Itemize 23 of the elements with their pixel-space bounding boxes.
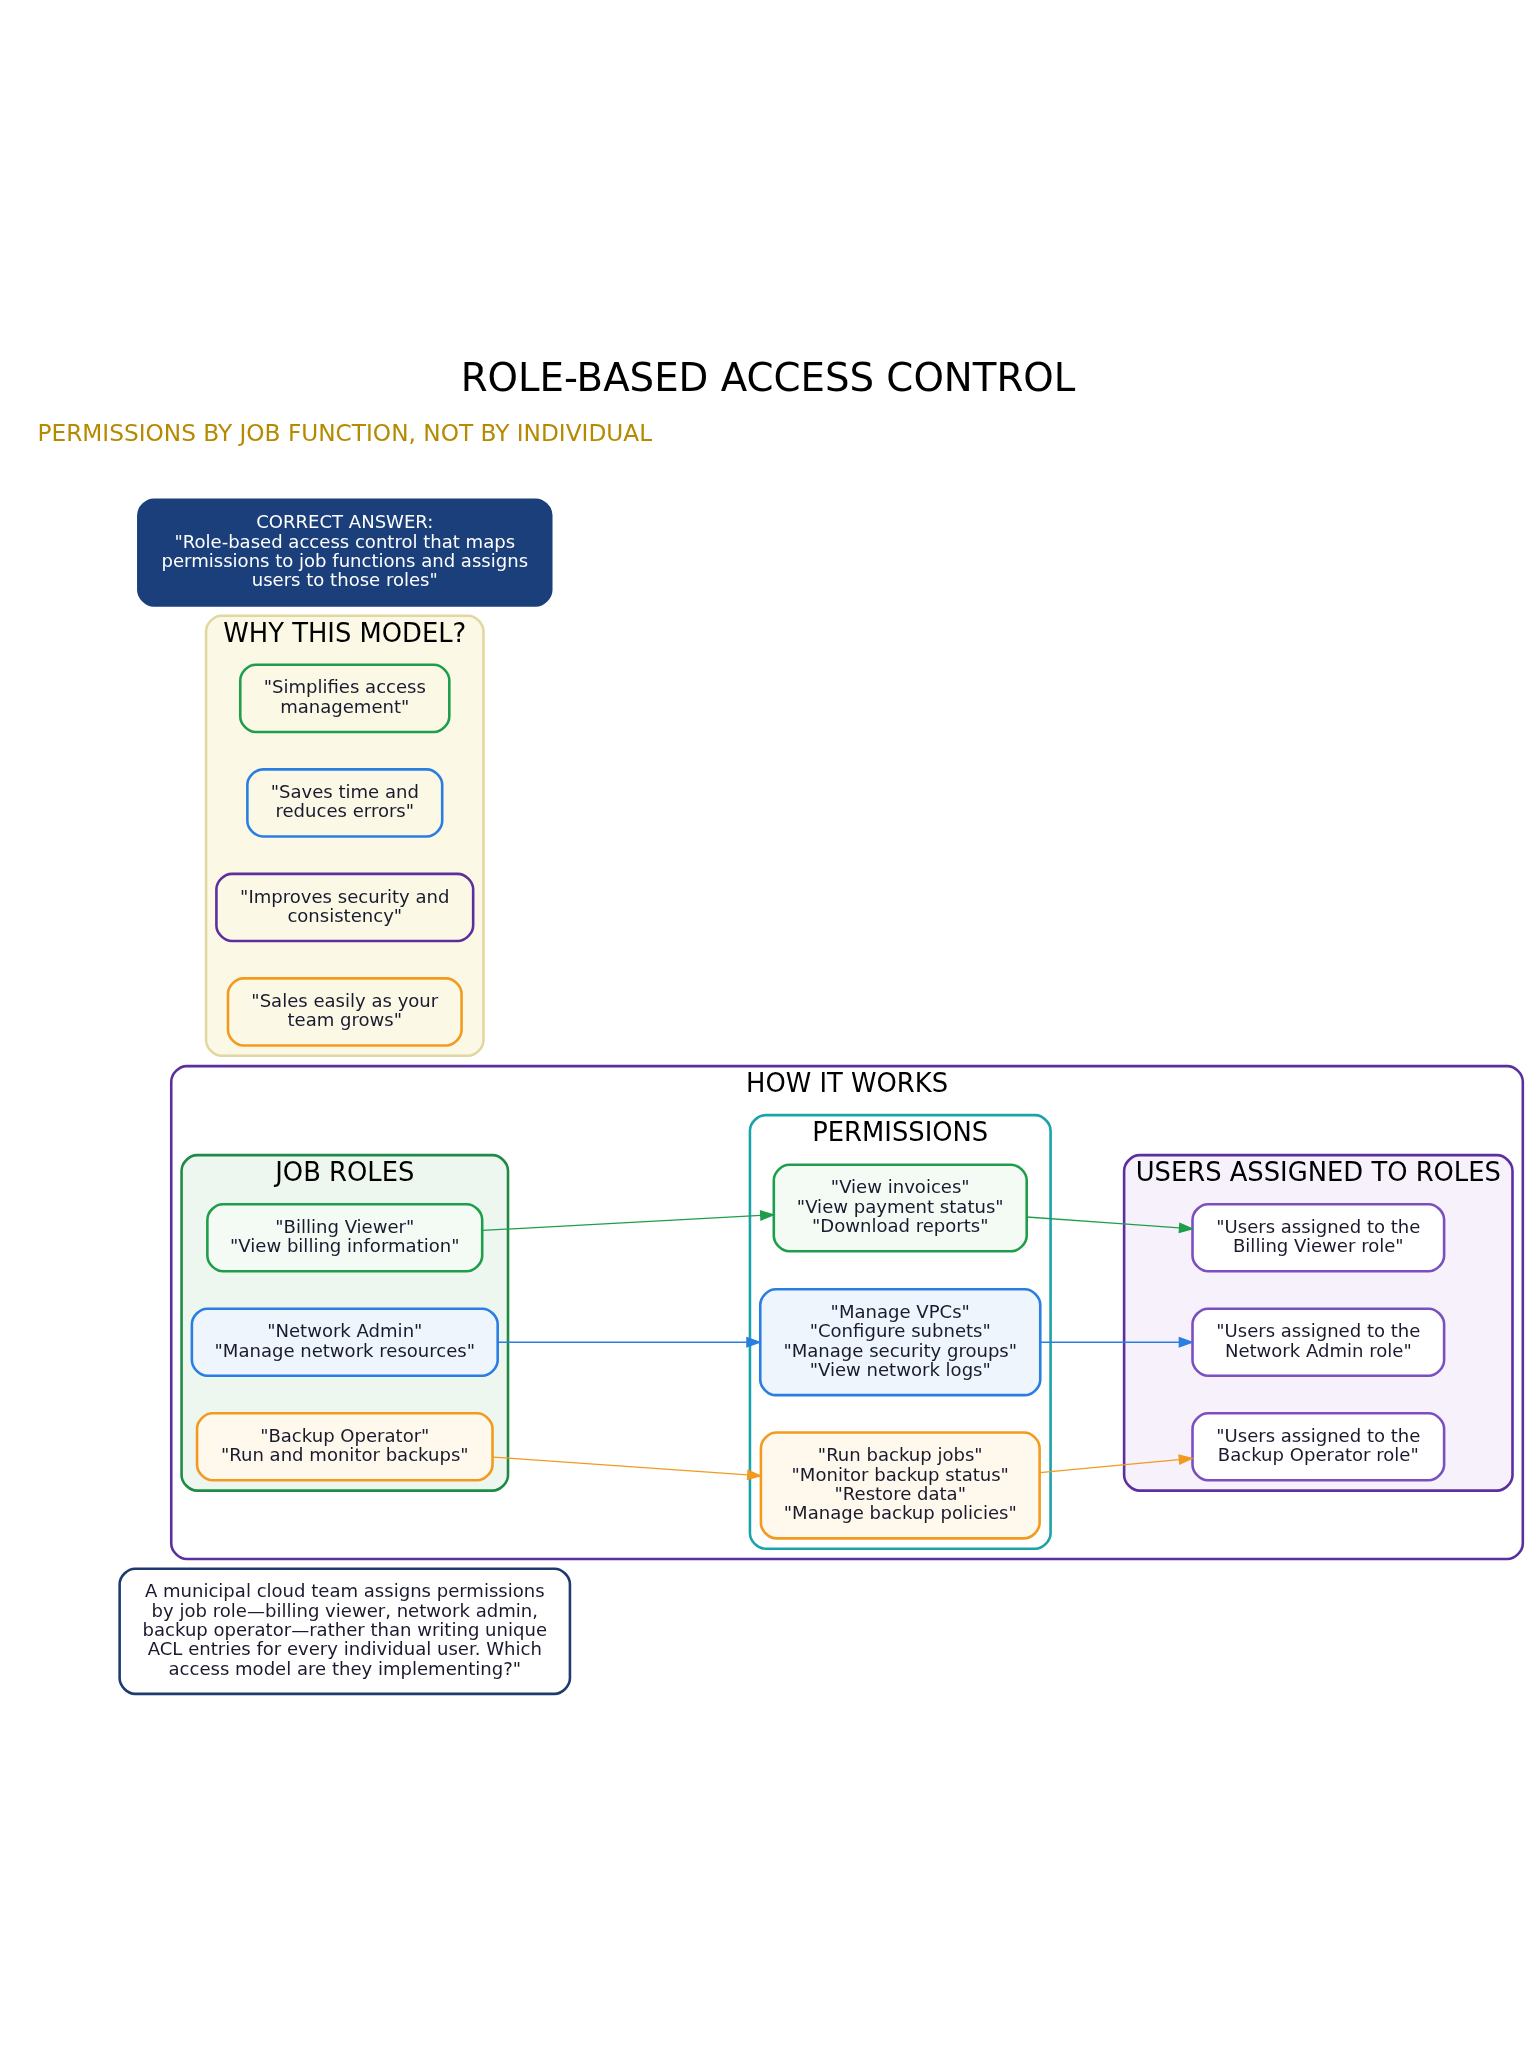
arrow bbox=[1026, 1215, 1195, 1233]
node-box: "Run backup jobs" "Monitor backup status" "Restore data" "Manage backup policies" bbox=[759, 1430, 1041, 1540]
arrow bbox=[497, 1336, 762, 1348]
node-box: "Users assigned to the Network Admin role" bbox=[1191, 1306, 1446, 1377]
arrow bbox=[1039, 1453, 1195, 1473]
node-box: "Sales easily as your team grows" bbox=[226, 976, 463, 1047]
diagram-title: ROLE-BASED ACCESS CONTROL bbox=[460, 354, 1076, 400]
node-box: A municipal cloud team assigns permissions by job role—billing viewer, network admin, backup operator—rather than writing unique ACL entries for every individual user. Which access model are they implementing?" bbox=[118, 1566, 572, 1695]
node-box: "Users assigned to the Billing Viewer role" bbox=[1191, 1202, 1446, 1273]
node-box: "Simplifies access management" bbox=[239, 663, 451, 733]
node-box: "Saves time and reduces errors" bbox=[246, 767, 444, 838]
node-box: "Improves security and consistency" bbox=[215, 872, 475, 942]
node-box: "View invoices" "View payment status" "Download reports" bbox=[772, 1163, 1028, 1253]
arrow bbox=[1039, 1336, 1195, 1348]
arrow bbox=[492, 1455, 763, 1480]
node-box: "Backup Operator" "Run and monitor backups" bbox=[195, 1411, 494, 1482]
node-box: "Manage VPCs" "Configure subnets" "Manage security groups" "View network logs" bbox=[758, 1287, 1042, 1396]
label: PERMISSIONS BY JOB FUNCTION, NOT BY INDIVIDUAL bbox=[37, 418, 653, 446]
node-box: "Billing Viewer" "View billing information" bbox=[206, 1202, 484, 1273]
arrow bbox=[481, 1209, 776, 1231]
node-box: "Users assigned to the Backup Operator role" bbox=[1191, 1411, 1446, 1482]
node-box: CORRECT ANSWER: "Role-based access control that maps permissions to job functions and assigns users to those roles" bbox=[137, 497, 553, 607]
node-box: "Network Admin" "Manage network resources" bbox=[190, 1306, 499, 1377]
